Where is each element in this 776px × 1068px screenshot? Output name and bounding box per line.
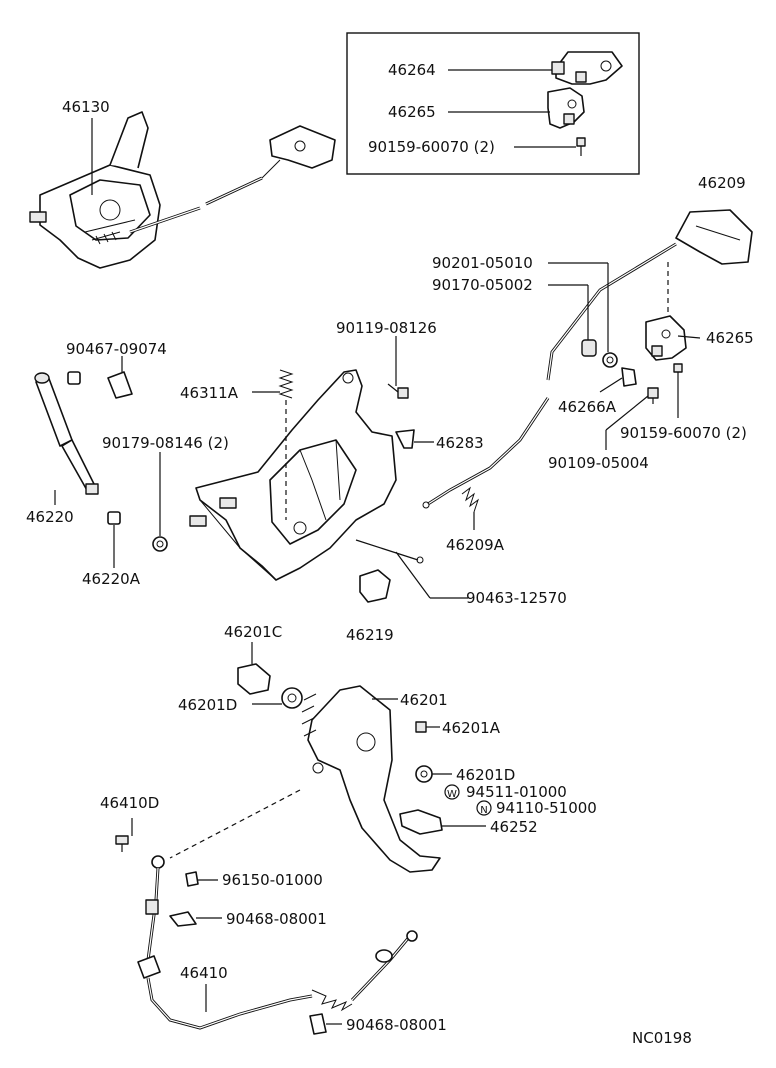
label-90468-upper: 90468-08001 — [226, 910, 327, 928]
stopper-46219[interactable] — [359, 569, 391, 603]
label-90468-lower: 90468-08001 — [346, 1016, 447, 1034]
label-46219: 46219 — [346, 626, 394, 644]
bushing-46201D[interactable] — [415, 765, 433, 783]
washer-marker-text: W — [447, 789, 457, 800]
bolt-90159-inset[interactable] — [576, 137, 586, 156]
inset-box — [346, 32, 640, 175]
nut-90179[interactable] — [152, 536, 168, 552]
washer-marker-W: W — [444, 784, 460, 800]
bushing-46201D-upper[interactable] — [281, 687, 303, 709]
label-46311A: 46311A — [180, 384, 239, 402]
clip-90468-lower[interactable] — [309, 1013, 327, 1035]
label-46265-inset: 46265 — [388, 103, 436, 121]
label-90119: 90119-08126 — [336, 319, 437, 337]
clip-90468-upper[interactable] — [169, 911, 197, 927]
label-90159-inset: 90159-60070 (2) — [368, 138, 495, 156]
label-46130: 46130 — [62, 98, 110, 116]
pin-90463[interactable] — [355, 539, 424, 564]
nut-46220A[interactable] — [107, 511, 121, 525]
label-94511: 94511-01000 — [466, 783, 567, 801]
spring-46311A[interactable] — [278, 369, 294, 399]
bolt-90119[interactable] — [387, 383, 409, 399]
bolt-90109[interactable] — [647, 387, 659, 404]
label-46201D: 46201D — [456, 766, 515, 784]
pedal-46201[interactable] — [301, 685, 441, 873]
label-90179: 90179-08146 (2) — [102, 434, 229, 452]
label-46201D-upper: 46201D — [178, 696, 237, 714]
label-46265: 46265 — [706, 329, 754, 347]
label-46252: 46252 — [490, 818, 538, 836]
label-46410D: 46410D — [100, 794, 159, 812]
spring-46209A[interactable] — [461, 486, 479, 513]
pad-46252[interactable] — [399, 809, 443, 835]
bushing-46201C[interactable] — [237, 663, 271, 695]
label-46410: 46410 — [180, 964, 228, 982]
bracket-46264[interactable] — [551, 51, 623, 85]
label-90170: 90170-05002 — [432, 276, 533, 294]
label-90109: 90109-05004 — [548, 454, 649, 472]
assembly-46130[interactable] — [29, 111, 336, 269]
bolt-90159[interactable] — [673, 363, 683, 418]
bolt-46201A[interactable] — [415, 721, 427, 733]
nut-marker-N: N — [476, 800, 492, 816]
bushing-90467[interactable] — [67, 371, 133, 399]
nut-marker-text: N — [480, 805, 487, 816]
label-94110: 94110-51000 — [496, 799, 597, 817]
label-46220: 46220 — [26, 508, 74, 526]
clip-96150[interactable] — [185, 871, 199, 887]
label-46283: 46283 — [436, 434, 484, 452]
label-90159: 90159-60070 (2) — [620, 424, 747, 442]
label-90467: 90467-09074 — [66, 340, 167, 358]
damper-46220[interactable] — [34, 372, 99, 495]
label-46209A: 46209A — [446, 536, 505, 554]
label-46201A: 46201A — [442, 719, 501, 737]
bracket-assembly[interactable] — [189, 369, 397, 581]
cable-46410[interactable] — [137, 855, 418, 1030]
label-46201: 46201 — [400, 691, 448, 709]
label-46201C: 46201C — [224, 623, 282, 641]
label-46220A: 46220A — [82, 570, 141, 588]
label-46209: 46209 — [698, 174, 746, 192]
label-46264: 46264 — [388, 61, 436, 79]
label-90463: 90463-12570 — [466, 589, 567, 607]
bracket-46265[interactable] — [645, 315, 687, 361]
pin-46410D[interactable] — [115, 835, 129, 852]
label-46266A: 46266A — [558, 398, 617, 416]
label-96150: 96150-01000 — [222, 871, 323, 889]
label-90201: 90201-05010 — [432, 254, 533, 272]
bracket-46265-inset[interactable] — [547, 87, 585, 129]
washer-90170[interactable] — [602, 352, 618, 368]
cable-46209[interactable] — [422, 209, 753, 509]
clip-46283[interactable] — [395, 429, 415, 449]
diagram-code: NC0198 — [632, 1029, 692, 1047]
grommet-90201[interactable] — [581, 339, 597, 357]
clip-46266A[interactable] — [621, 367, 637, 387]
